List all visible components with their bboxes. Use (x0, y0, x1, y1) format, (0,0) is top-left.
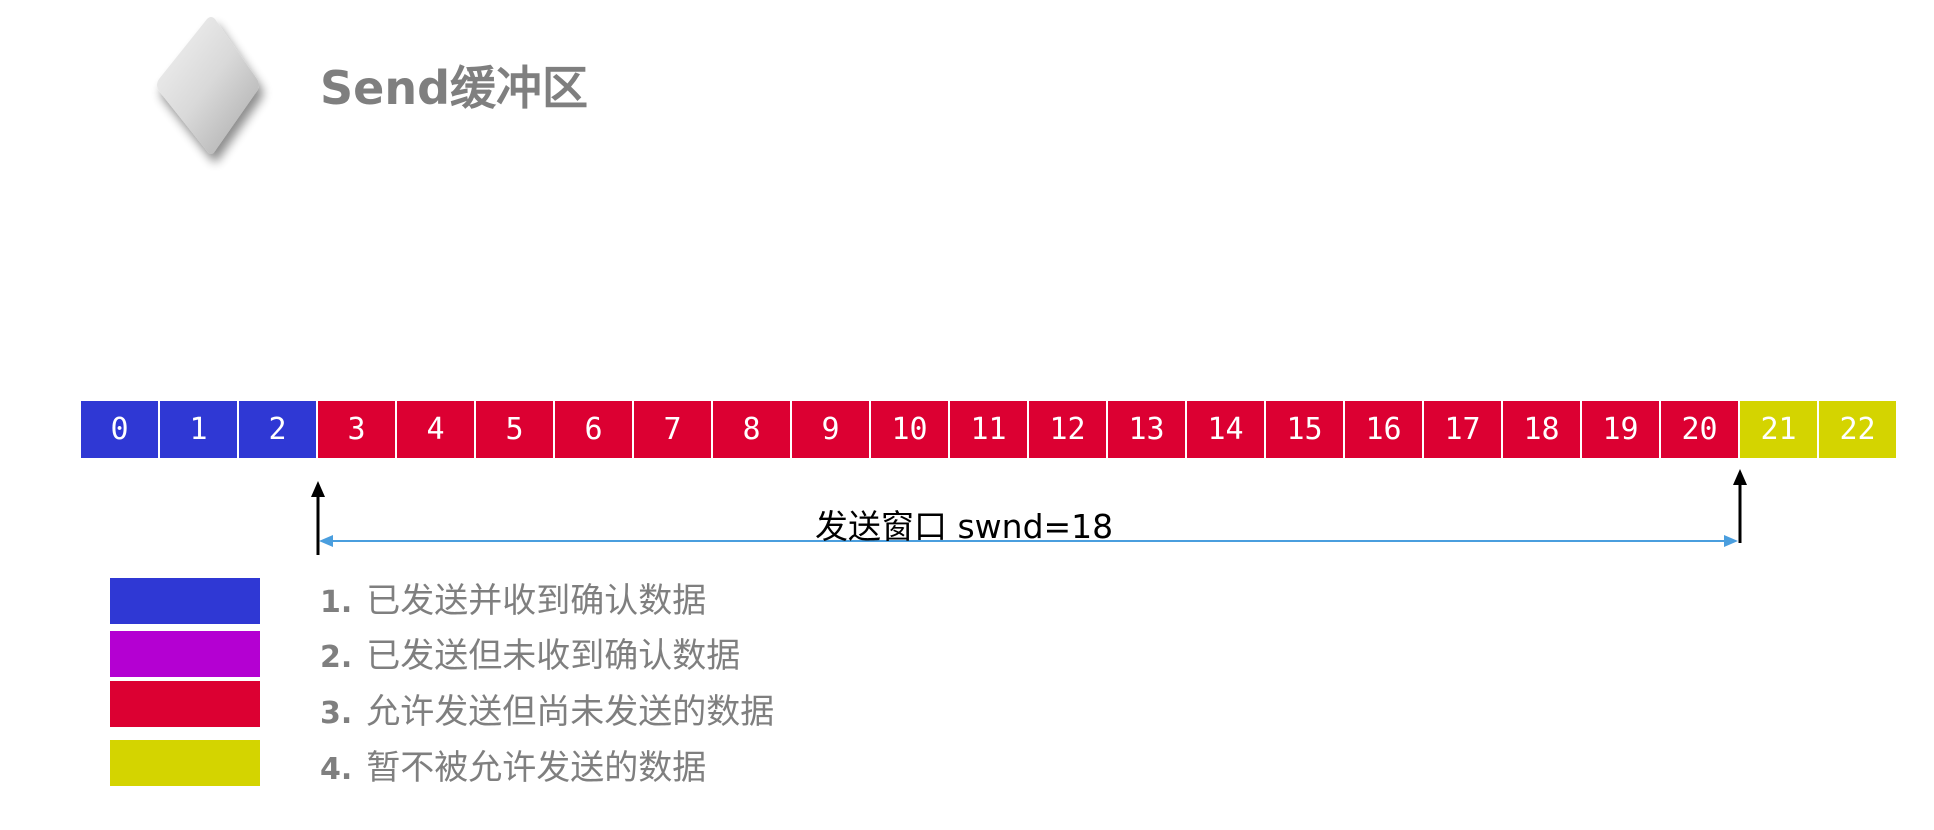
buffer-cell: 20 (1661, 401, 1738, 458)
window-span-left-arrowhead (319, 535, 333, 547)
buffer-cell: 7 (634, 401, 711, 458)
legend-item-label: 已发送并收到确认数据 (366, 581, 707, 621)
buffer-cell: 22 (1819, 401, 1896, 458)
legend-item: 1. 已发送并收到确认数据 (320, 573, 706, 622)
buffer-cell: 5 (476, 401, 553, 458)
buffer-cell: 0 (81, 401, 158, 458)
legend-swatch (110, 681, 260, 727)
buffer-cell: 13 (1108, 401, 1185, 458)
buffer-cell: 2 (239, 401, 316, 458)
buffer-cell: 18 (1503, 401, 1580, 458)
legend-item-label: 已发送但未收到确认数据 (366, 636, 741, 676)
buffer-cell: 15 (1266, 401, 1343, 458)
buffer-cell: 6 (555, 401, 632, 458)
legend-swatch (110, 740, 260, 786)
legend-swatch (110, 578, 260, 624)
page-title: Send缓冲区 (320, 61, 589, 115)
legend-item-label: 暂不被允许发送的数据 (366, 748, 707, 788)
buffer-cell: 9 (792, 401, 869, 458)
buffer-cell: 12 (1029, 401, 1106, 458)
legend-item-label: 允许发送但尚未发送的数据 (366, 692, 775, 732)
window-label: 发送窗口 swnd=18 (815, 507, 1114, 546)
window-right-arrowhead (1733, 469, 1747, 485)
legend-item-number: 3. (320, 696, 353, 731)
legend-swatch (110, 631, 260, 677)
window-left-arrowhead (311, 481, 325, 497)
legend-item: 4. 暂不被允许发送的数据 (320, 740, 706, 789)
buffer-cell: 21 (1740, 401, 1817, 458)
legend-item: 3. 允许发送但尚未发送的数据 (320, 684, 774, 733)
buffer-cell: 16 (1345, 401, 1422, 458)
diamond-logo-icon (157, 17, 259, 154)
buffer-cell: 17 (1424, 401, 1501, 458)
buffer-cell: 14 (1187, 401, 1264, 458)
buffer-cell: 10 (871, 401, 948, 458)
window-span-right-arrowhead (1724, 535, 1738, 547)
buffer-cell: 11 (950, 401, 1027, 458)
legend-item-number: 1. (320, 585, 353, 620)
legend-item: 2. 已发送但未收到确认数据 (320, 628, 740, 677)
buffer-cell: 3 (318, 401, 395, 458)
legend-item-number: 2. (320, 640, 353, 675)
buffer-cell: 4 (397, 401, 474, 458)
buffer-cell: 8 (713, 401, 790, 458)
legend-item-number: 4. (320, 752, 353, 787)
buffer-cell: 1 (160, 401, 237, 458)
buffer-cell: 19 (1582, 401, 1659, 458)
